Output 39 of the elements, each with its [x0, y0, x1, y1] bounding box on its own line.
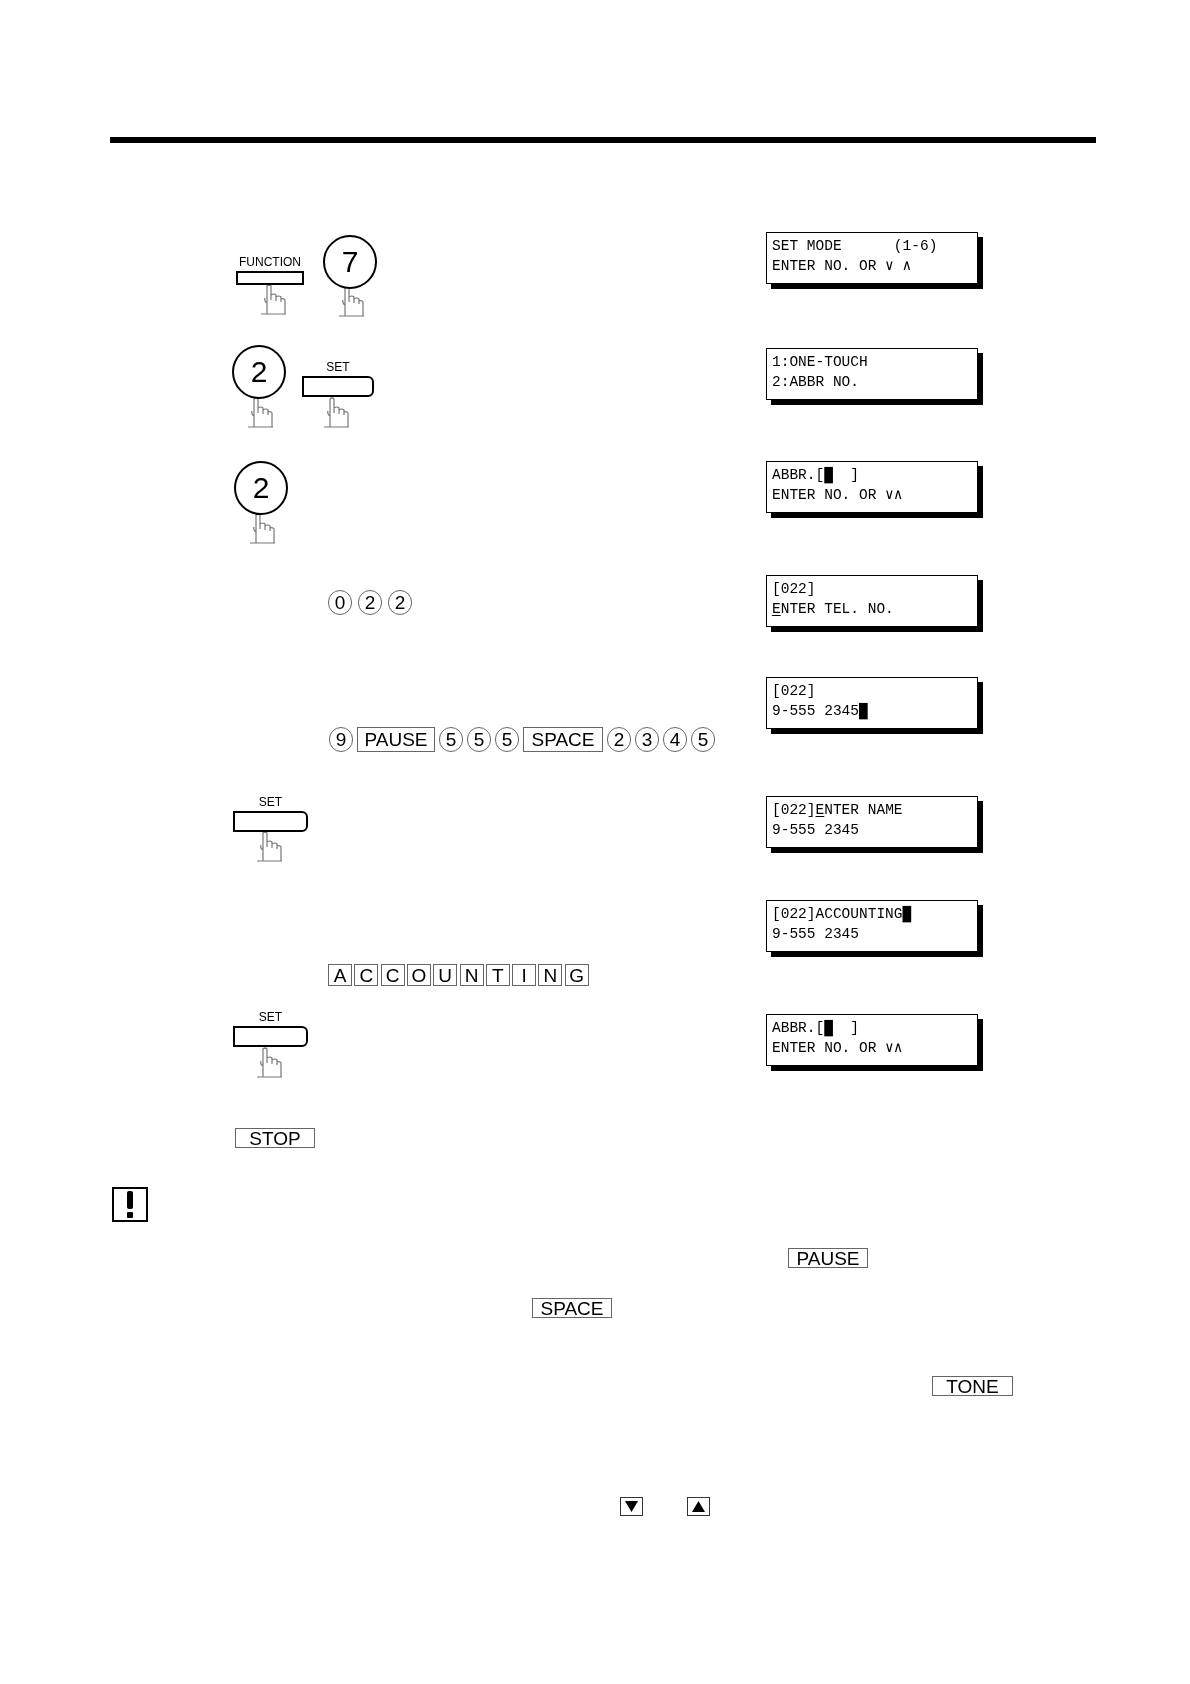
key-label: FUNCTION	[239, 255, 301, 269]
letter-key: C	[380, 964, 405, 986]
key-button: PAUSE	[357, 727, 435, 752]
letter-key: U	[433, 964, 458, 986]
number-key: 2	[234, 461, 288, 515]
key-button: TONE	[932, 1376, 1013, 1396]
letter-key: T	[485, 964, 510, 986]
display-text: 9-555 2345	[772, 925, 860, 944]
key-button: SPACE	[523, 727, 603, 752]
display-text: ABBR.[█ ]	[772, 1019, 860, 1038]
number-key: 7	[323, 235, 377, 289]
display-text: ENTER TEL. NO.	[772, 600, 895, 619]
display-text: [022]	[772, 682, 817, 701]
letter-key: N	[538, 964, 563, 986]
display-text: SET MODE (1-6)	[772, 237, 939, 256]
key-label: SET	[326, 360, 350, 374]
display-text: [022]	[772, 580, 817, 599]
letter-key: O	[406, 964, 431, 986]
display-text: ABBR.[█ ]	[772, 466, 860, 485]
letter-key: G	[564, 964, 589, 986]
display-text: ENTER NO. OR ∨ ∧	[772, 257, 913, 276]
display-text: [022]ACCOUNTING█	[772, 905, 913, 924]
key-button: STOP	[235, 1128, 315, 1148]
display-text: ENTER NO. OR ∨∧	[772, 1039, 904, 1058]
key-label: SET	[258, 795, 283, 809]
key-button: SPACE	[532, 1298, 612, 1318]
key-label: SET	[258, 1010, 283, 1024]
display-text: 2:ABBR NO.	[772, 373, 860, 392]
display-text: 1:ONE-TOUCH	[772, 353, 869, 372]
display-text: [022]ENTER NAME	[772, 801, 904, 820]
number-key: 2	[232, 345, 286, 399]
letter-key: N	[459, 964, 484, 986]
letter-key: C	[354, 964, 379, 986]
letter-key: I	[512, 964, 537, 986]
display-text: 9-555 2345█	[772, 702, 869, 721]
key-button: PAUSE	[788, 1248, 868, 1268]
letter-key: A	[328, 964, 352, 986]
display-text: ENTER NO. OR ∨∧	[772, 486, 904, 505]
display-text: 9-555 2345	[772, 821, 860, 840]
